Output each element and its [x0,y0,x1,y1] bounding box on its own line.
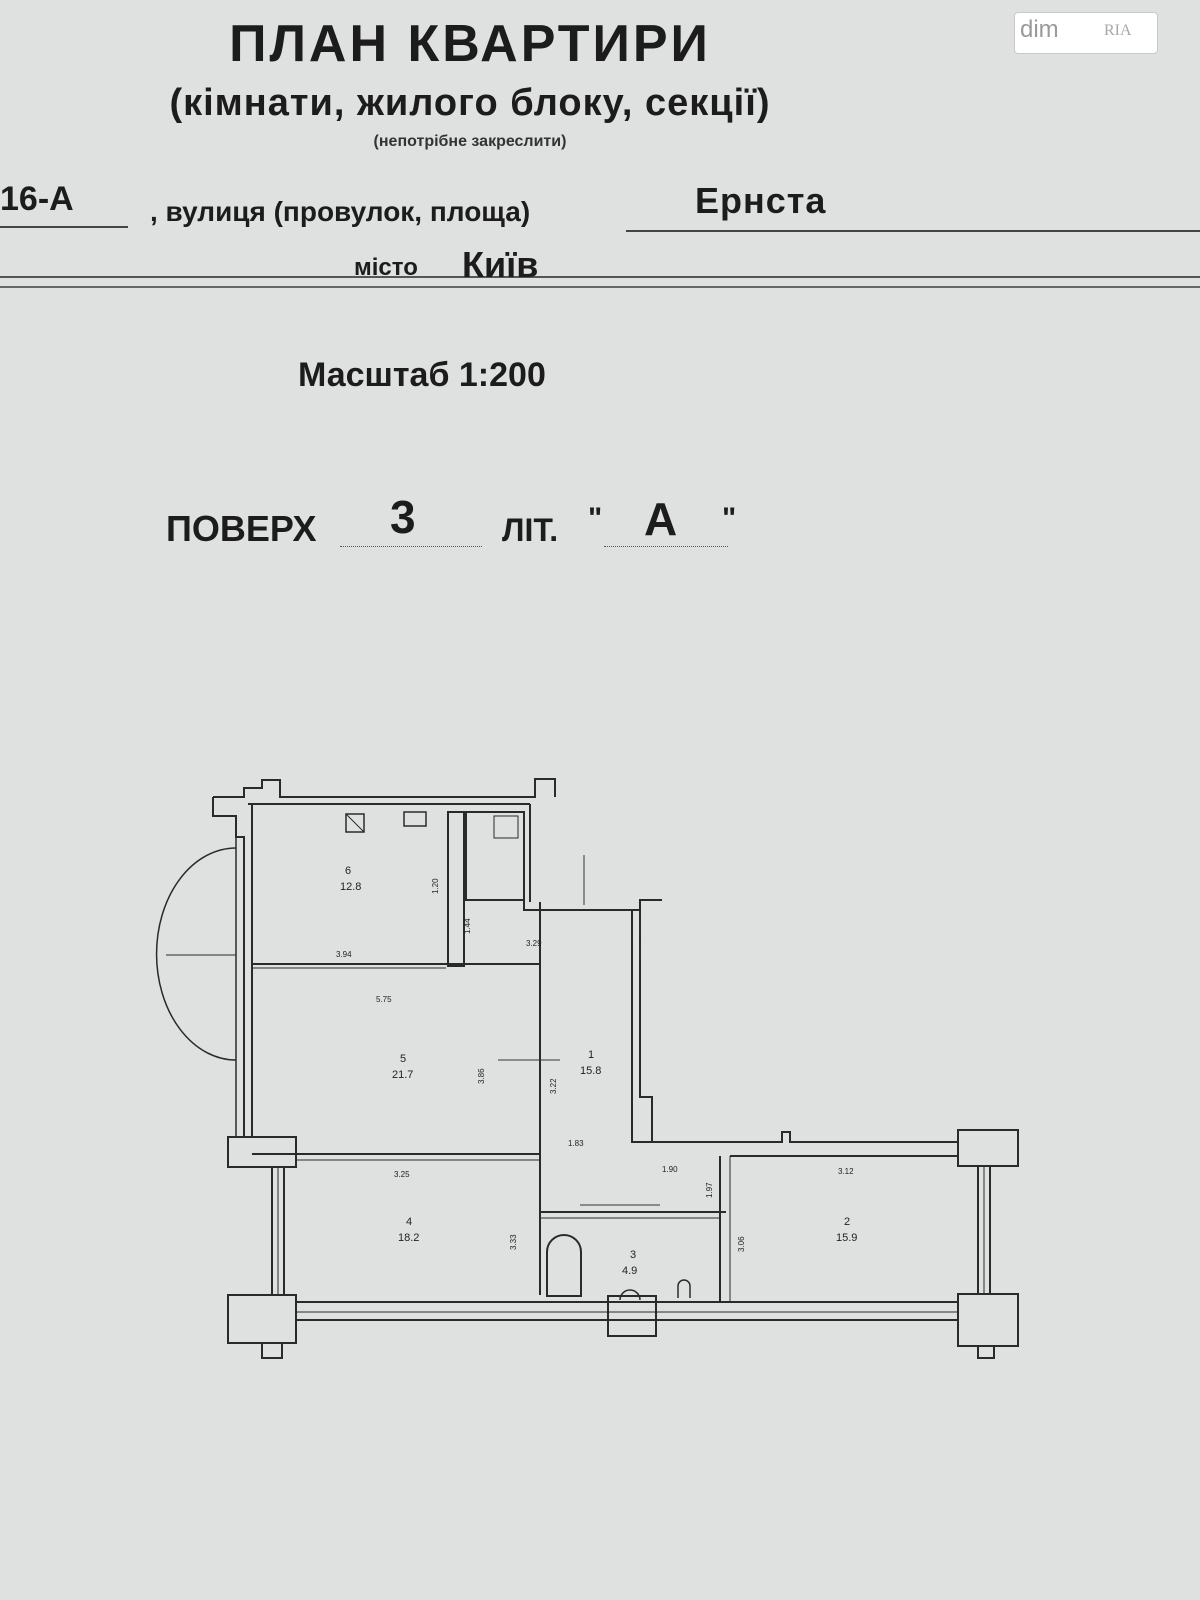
scale-label: Масштаб 1:200 [298,356,546,394]
document-subtitle: (кімнати, жилого блоку, секції) [169,82,771,124]
lit-quote-close: " [722,502,737,535]
dimria-logo [1014,12,1158,54]
street-label: , вулиця (провулок, площа) [150,196,531,227]
city-value: Київ [462,244,539,285]
dim-label: 1.90 [662,1165,678,1174]
city-label: місто [354,254,418,281]
lit-label: ЛІТ. [502,512,559,548]
dim-label: 3.25 [394,1170,410,1179]
dimension-lines [498,855,660,1206]
document-note: (непотрібне закреслити) [373,133,567,150]
dim-label: 3.86 [477,1068,486,1084]
dim-label: 3.22 [549,1078,558,1094]
floor-value: 3 [390,491,416,543]
dimria-logo-text: dim [1020,16,1059,43]
dimria-logo-sub: RIA [1104,22,1132,39]
dim-label: 3.12 [838,1167,854,1176]
dim-label: 3.33 [509,1234,518,1250]
lit-value: А [644,493,678,545]
room-6-area: 12.8 [340,881,361,893]
street-value: Ернста [695,180,827,221]
room-2-area: 15.9 [836,1232,857,1244]
floor-label: ПОВЕРХ [166,508,317,549]
room-5-number: 5 [400,1053,406,1065]
dim-label: 1.20 [431,878,440,894]
room-4-area: 18.2 [398,1232,419,1244]
street-underline [626,230,1200,232]
dim-label: 3.06 [737,1236,746,1252]
dim-label: 1.97 [705,1182,714,1198]
house-number: 16-А [0,180,74,218]
floor-underline [340,546,482,547]
address-line [0,276,1200,278]
room-6-number: 6 [345,865,351,877]
lit-underline [604,546,728,547]
room-3-area: 4.9 [622,1265,637,1277]
dim-label: 1.83 [568,1139,584,1148]
dim-label: 3.94 [336,950,352,959]
room-1-area: 15.8 [580,1065,601,1077]
room-2-number: 2 [844,1216,850,1228]
lit-quote-open: " [588,502,603,535]
plan-walls [155,778,1019,1359]
room-3-number: 3 [630,1249,636,1261]
document-title: ПЛАН КВАРТИРИ [229,15,711,73]
house-underline [0,226,128,228]
room-1-number: 1 [588,1049,594,1061]
dim-label: 3.29 [526,939,542,948]
city-underline [0,286,1200,288]
dim-label: 1.44 [463,918,472,934]
room-4-number: 4 [406,1216,412,1228]
dim-label: 5.75 [376,995,392,1004]
room-5-area: 21.7 [392,1069,413,1081]
